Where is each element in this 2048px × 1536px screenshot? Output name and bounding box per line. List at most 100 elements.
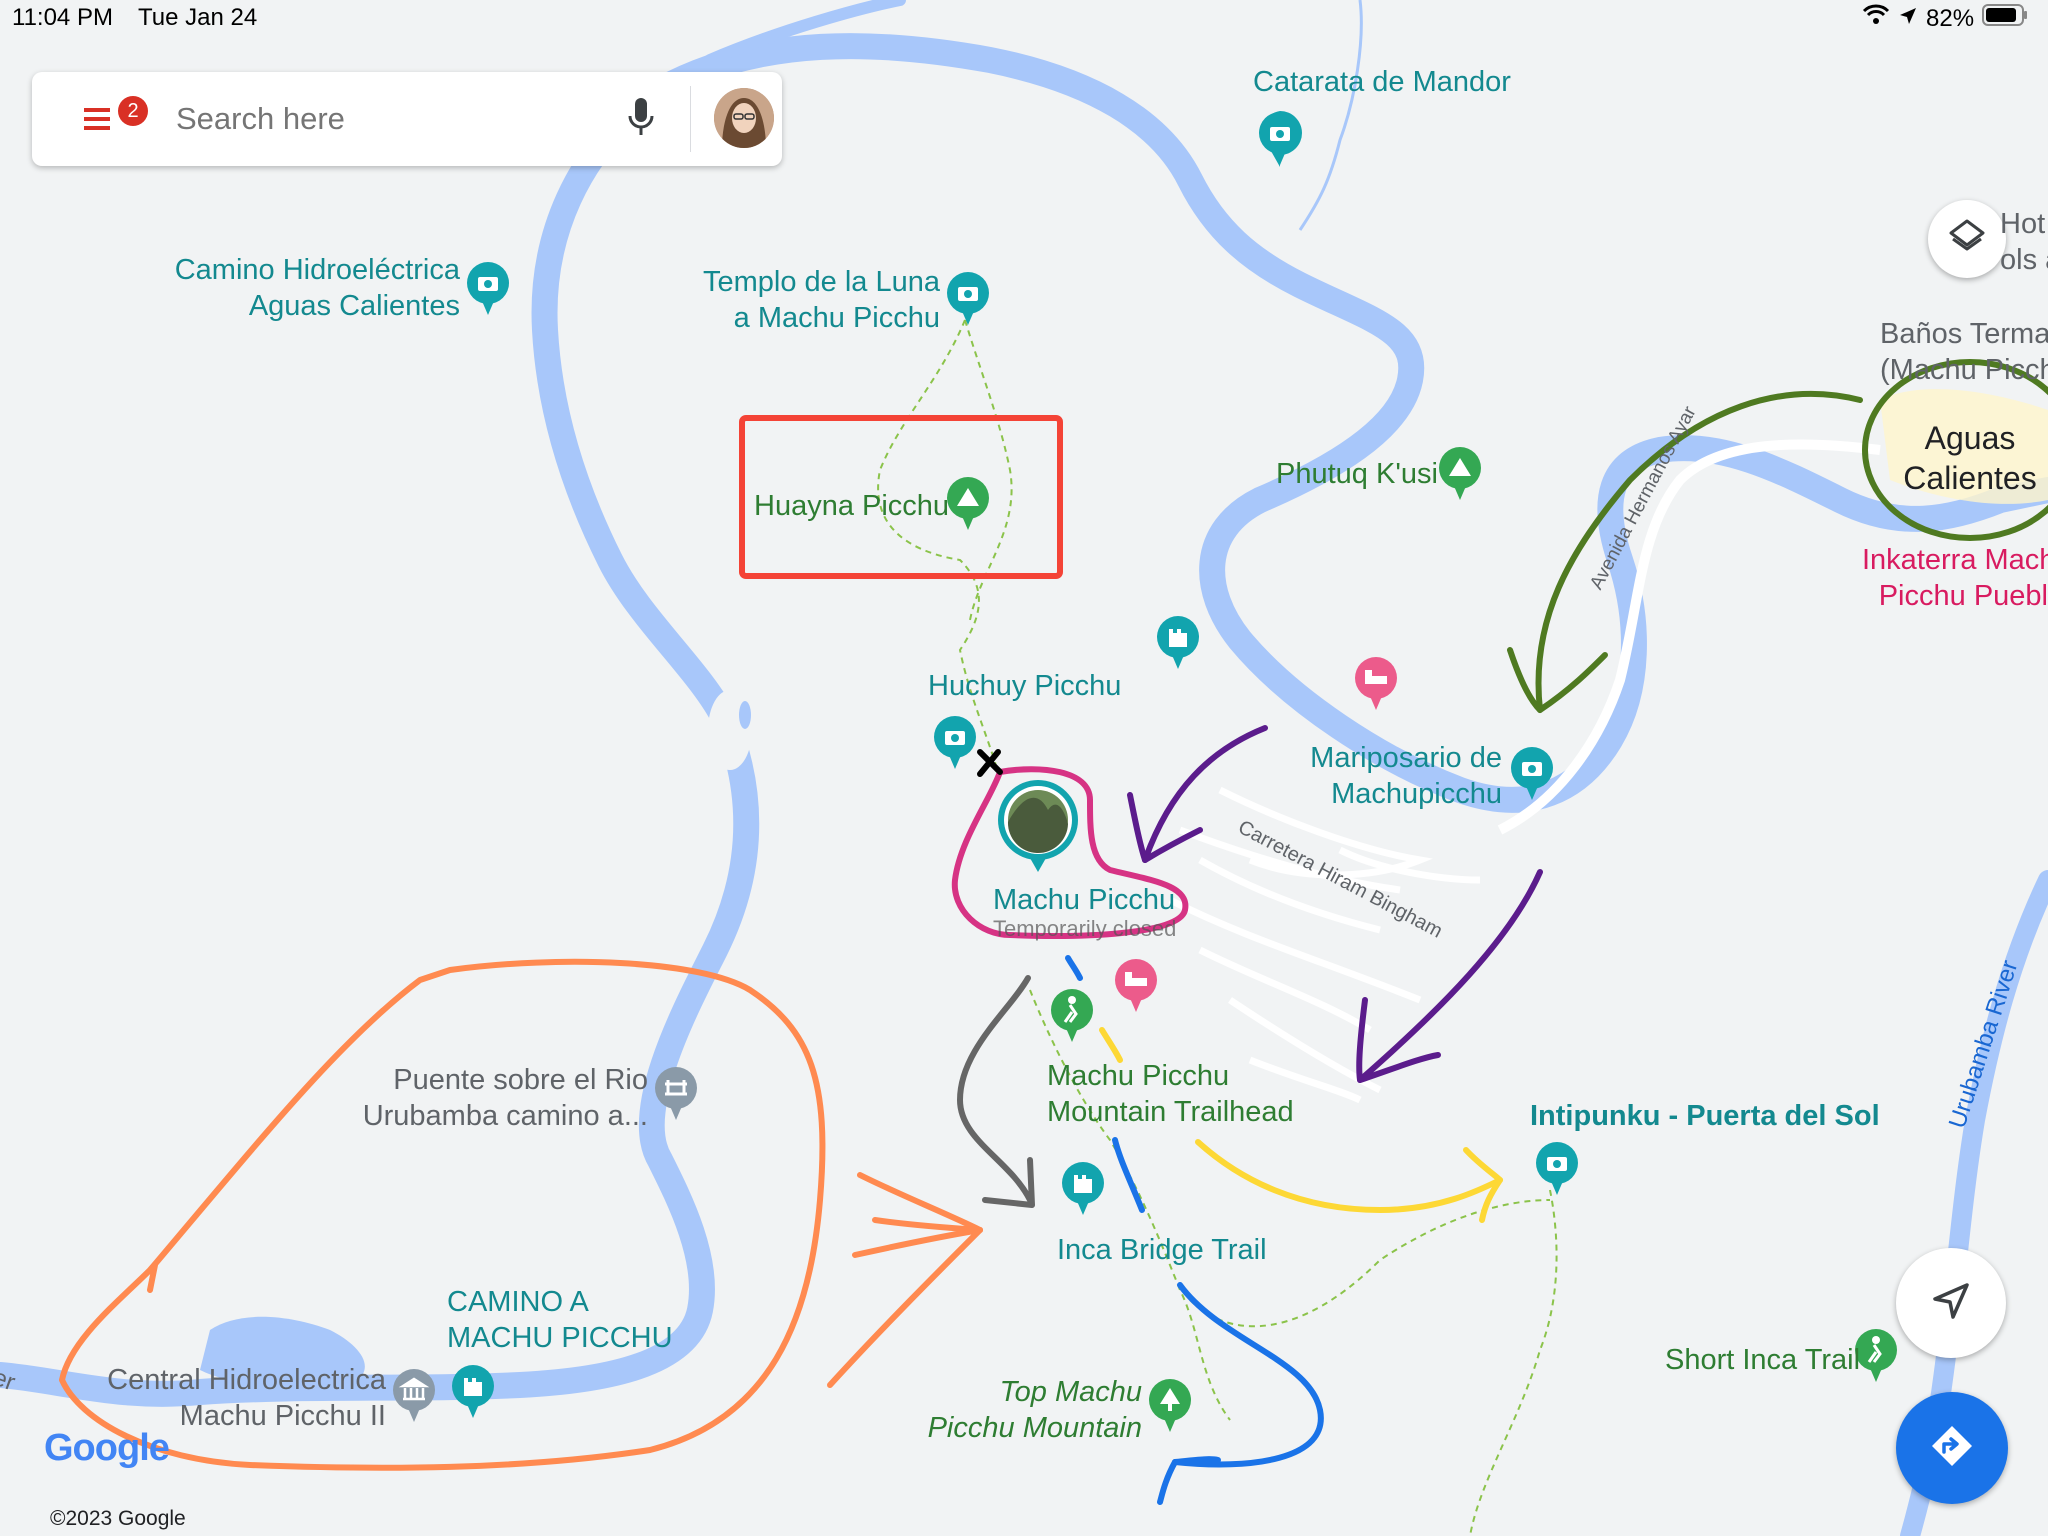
river-top [704,0,906,66]
place-label-trailhead[interactable]: Machu Picchu Mountain Trailhead [1047,1058,1294,1130]
castle-pin-icon[interactable] [1062,1162,1104,1215]
status-right: 82% [1862,4,2028,33]
status-date: Tue Jan 24 [138,4,258,31]
layers-button[interactable] [1928,200,2006,278]
place-label-line: ols a [2000,244,2048,276]
bridge-pin-icon[interactable] [655,1067,697,1120]
place-label-line: Mariposario de [1310,742,1502,774]
place-label-line: (Machu Picch [1880,354,2048,386]
lake-west [200,1316,365,1390]
place-label-huchuy[interactable]: Huchuy Picchu [928,670,1122,702]
tree-pin-icon[interactable] [1149,1379,1191,1432]
place-label-line: Calientes [1903,460,2037,496]
navigation-arrow-icon [1931,1281,1971,1326]
copyright: ©2023 Google [50,1507,186,1530]
place-label-line: Picchu Puebl [1878,580,2048,612]
town-area [1880,389,2048,504]
camera-pin-icon[interactable] [1536,1142,1578,1195]
place-label-line: Inkaterra Mach [1862,544,2048,576]
menu-icon[interactable] [84,102,124,141]
huayna-red-box [739,415,1063,579]
search-input[interactable] [174,94,578,144]
urubamba-river [0,33,2048,1407]
place-label-line: Templo de la Luna [703,266,940,298]
castle-pin-icon[interactable] [1157,616,1199,669]
mountain-pin-icon[interactable] [947,477,989,530]
place-label-hot-springs[interactable]: Hot S ols a [2000,206,2048,278]
machu-picchu-photo-pin[interactable] [998,780,1078,872]
google-logo: Google [44,1426,170,1470]
place-label-line: a Machu Picchu [733,302,940,334]
wifi-icon [1862,4,1890,33]
place-label-line: Mountain Trailhead [1047,1096,1294,1128]
place-label-line: CAMINO A [447,1286,589,1318]
road-avenida [1497,439,1881,835]
hotel-pin-icon[interactable] [1115,959,1157,1012]
river-island-2 [739,701,751,729]
place-label-phutuq[interactable]: Phutuq K'usi [1276,458,1438,490]
hiker-pin-icon[interactable] [1051,989,1093,1042]
camera-pin-icon[interactable] [947,272,989,325]
place-label-line: Machu Picchu II [179,1400,386,1432]
gray-arrow [957,975,1035,1208]
place-label-catarata[interactable]: Catarata de Mandor [1253,66,1511,98]
place-label-templo[interactable]: Templo de la Luna a Machu Picchu [640,264,940,336]
place-label-camino-hidro[interactable]: Camino Hidroeléctrica Aguas Calientes [140,252,460,324]
my-location-button[interactable] [1896,1248,2006,1358]
hotel-pin-icon[interactable] [1355,657,1397,710]
place-label-line: Picchu Mountain [927,1412,1142,1444]
camera-pin-icon[interactable] [934,716,976,769]
blue-marks [1065,955,1324,1505]
place-label-line: Machu Picchu [1047,1060,1230,1092]
search-divider [690,86,691,152]
road-switchbacks [1168,786,1481,1104]
place-label-line: Aguas [1924,420,2016,456]
place-label-puente[interactable]: Puente sobre el Rio Urubamba camino a... [330,1062,648,1134]
museum-pin-icon[interactable] [393,1369,435,1422]
place-label-camino-mp[interactable]: CAMINO A MACHU PICCHU [447,1284,673,1356]
purple-arrows [1127,725,1543,1083]
notification-badge: 2 [118,96,148,126]
place-label-line: Aguas Calientes [248,290,460,322]
stream [1298,0,1363,231]
place-label-intipunku[interactable]: Intipunku - Puerta del Sol [1530,1100,1880,1132]
battery-percent: 82% [1926,4,1975,32]
camera-pin-icon[interactable] [1511,747,1553,800]
location-arrow-icon [1898,5,1918,33]
green-arrow [1507,359,2048,713]
place-label-line: Urubamba camino a... [362,1100,648,1132]
machu-pink-outline [951,766,1189,939]
place-label-aguas-calientes[interactable]: Aguas Calientes [1890,418,2048,498]
place-label-inca-bridge[interactable]: Inca Bridge Trail [1057,1234,1267,1266]
mountain-pin-icon[interactable] [1439,447,1481,500]
place-label-huayna[interactable]: Huayna Picchu [754,490,950,522]
microphone-icon[interactable] [626,96,656,145]
place-label-short-inca[interactable]: Short Inca Trail [1665,1344,1861,1376]
search-bar[interactable]: 2 [32,72,782,166]
place-label-line: Baños Termal [1880,318,2048,350]
place-label-banos[interactable]: Baños Termal (Machu Picch [1880,316,2048,388]
directions-button[interactable] [1896,1392,2008,1504]
layers-icon [1947,217,1987,262]
place-label-line: Camino Hidroeléctrica [174,254,460,286]
avatar[interactable] [714,88,774,148]
castle-pin-icon[interactable] [452,1365,494,1418]
place-label-mariposario[interactable]: Mariposario de Machupicchu [1260,740,1502,812]
place-label-line: Puente sobre el Rio [393,1064,648,1096]
place-status-machu-picchu: Temporarily closed [993,916,1177,941]
place-label-line: Machupicchu [1331,778,1502,810]
orange-annotation [59,958,983,1471]
place-label-central[interactable]: Central Hidroelectrica Machu Picchu II [100,1362,386,1434]
place-label-inkaterra[interactable]: Inkaterra Mach Picchu Puebl [1862,542,2048,614]
place-label-top-machu[interactable]: Top Machu Picchu Mountain [900,1374,1142,1446]
hiker-pin-icon[interactable] [1855,1329,1897,1382]
camera-pin-icon[interactable] [1259,111,1302,167]
camera-pin-icon[interactable] [467,262,509,315]
status-time: 11:04 PM [12,4,113,31]
place-label-machu-picchu[interactable]: Machu Picchu [993,884,1176,916]
place-label-line: MACHU PICCHU [447,1322,673,1354]
